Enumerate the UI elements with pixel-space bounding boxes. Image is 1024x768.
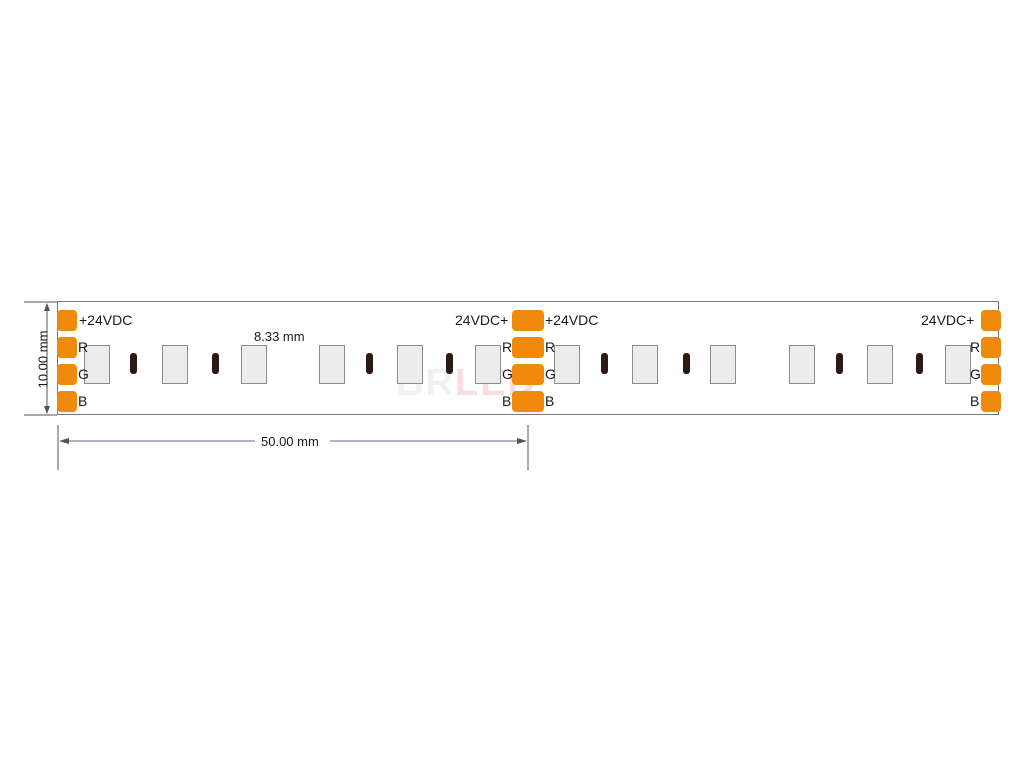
label-b-right: B [970, 393, 980, 409]
resistor [212, 353, 219, 374]
label-24vdc-left: +24VDC [79, 312, 133, 328]
label-b-mid-right: B [545, 393, 555, 409]
label-r-right: R [970, 339, 981, 355]
led-chip [554, 345, 580, 384]
led-chip [710, 345, 736, 384]
label-r-left: R [78, 339, 89, 355]
resistor [683, 353, 690, 374]
led-chip [945, 345, 971, 384]
pitch-dimension-label: 8.33 mm [254, 329, 305, 344]
label-g-right: G [970, 366, 981, 382]
solder-pad-24v-mid [512, 310, 544, 331]
resistor [130, 353, 137, 374]
led-chip [319, 345, 345, 384]
solder-pad-r-right [981, 337, 1001, 358]
led-chip [789, 345, 815, 384]
solder-pad-24v-left [57, 310, 77, 331]
label-r-mid-left: R [502, 339, 513, 355]
label-b-left: B [78, 393, 88, 409]
solder-pad-r-left [57, 337, 77, 358]
label-24vdc-mid-end: 24VDC+ [455, 312, 509, 328]
solder-pad-b-left [57, 391, 77, 412]
resistor [366, 353, 373, 374]
label-g-left: G [78, 366, 89, 382]
label-b-mid-left: B [502, 393, 512, 409]
solder-pad-24v-right [981, 310, 1001, 331]
led-chip [867, 345, 893, 384]
label-r-mid-right: R [545, 339, 556, 355]
label-24vdc-mid-start: +24VDC [545, 312, 599, 328]
resistor [836, 353, 843, 374]
led-chip [162, 345, 188, 384]
label-g-mid-left: G [502, 366, 513, 382]
led-chip [475, 345, 501, 384]
resistor [916, 353, 923, 374]
solder-pad-g-right [981, 364, 1001, 385]
solder-pad-g-left [57, 364, 77, 385]
solder-pad-b-mid [512, 391, 544, 412]
led-chip [84, 345, 110, 384]
resistor [601, 353, 608, 374]
solder-pad-g-mid [512, 364, 544, 385]
resistor [446, 353, 453, 374]
led-chip [241, 345, 267, 384]
solder-pad-r-mid [512, 337, 544, 358]
solder-pad-b-right [981, 391, 1001, 412]
label-g-mid-right: G [545, 366, 556, 382]
led-chip [632, 345, 658, 384]
label-24vdc-right: 24VDC+ [921, 312, 975, 328]
length-dimension-label: 50.00 mm [261, 434, 319, 449]
led-chip [397, 345, 423, 384]
width-dimension-label: 10.00 mm [35, 330, 51, 389]
